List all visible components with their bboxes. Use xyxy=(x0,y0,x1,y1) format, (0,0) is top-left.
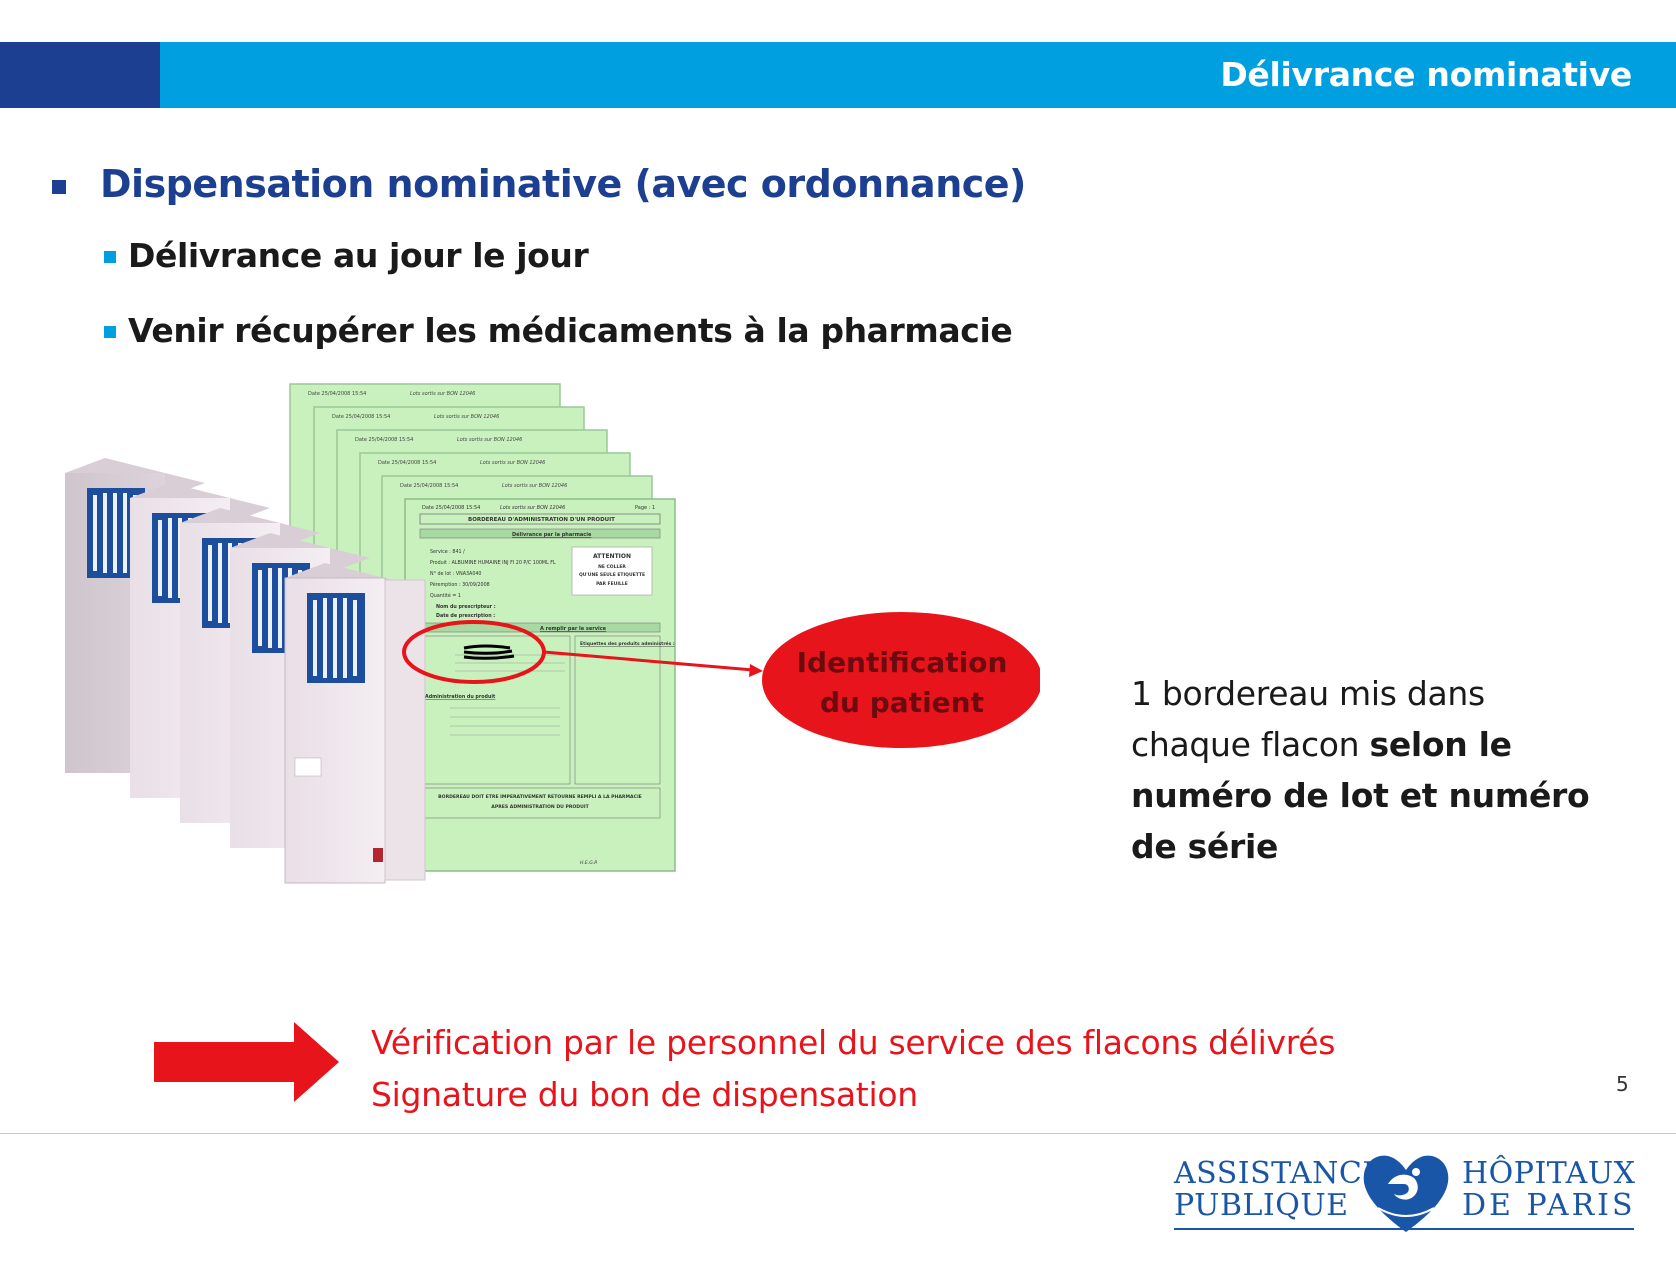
form-prescription-date: Date de prescription : xyxy=(436,613,495,619)
caption-line-2: chaque flacon selon le xyxy=(1131,719,1601,770)
form-quantity: Quantité = 1 xyxy=(430,592,461,599)
aphp-logo: ASSISTANCE PUBLIQUE HÔPITAUX DE PARIS xyxy=(1174,1148,1636,1238)
form-back-lots: Lots sortis sur BON 12046 xyxy=(502,483,567,489)
conclusion-text: Vérification par le personnel du service… xyxy=(371,1017,1335,1121)
form-attention: ATTENTION xyxy=(593,553,631,560)
form-signature: H.E.G.P. xyxy=(580,860,598,866)
bullet-square-icon xyxy=(104,251,116,263)
callout-arrowhead-icon xyxy=(749,664,763,677)
form-page: Page : 1 xyxy=(635,505,655,511)
vials-and-forms-illustration: Date 25/04/2008 15:54 Date 25/04/2008 15… xyxy=(65,383,1040,884)
caption-line-4: de série xyxy=(1131,821,1601,872)
caption-line-3-bold: numéro de lot et numéro xyxy=(1131,776,1590,815)
form-footer-note: APRES ADMINISTRATION DU PRODUIT xyxy=(491,804,589,810)
form-labels: Etiquettes des produits administrés : xyxy=(580,640,675,647)
form-attention-line: QU'UNE SEULE ETIQUETTE xyxy=(579,572,645,578)
vial-boxes xyxy=(65,458,426,884)
conclusion-line-2: Signature du bon de dispensation xyxy=(371,1075,918,1114)
form-service: Service : 841 / xyxy=(430,549,465,555)
form-attention-line: NE COLLER xyxy=(598,564,626,570)
form-title: BORDEREAU D'ADMINISTRATION D'UN PRODUIT xyxy=(468,517,615,523)
caption-text: 1 bordereau mis dans chaque flacon selon… xyxy=(1131,668,1601,872)
slide-title: Délivrance nominative xyxy=(1220,55,1632,94)
form-back-header: Date 25/04/2008 15:54 xyxy=(378,460,436,466)
caption-line-2-bold: selon le xyxy=(1369,725,1512,764)
footer-divider xyxy=(0,1133,1676,1134)
form-lots: Lots sortis sur BON 12046 xyxy=(500,505,565,511)
heart-logo-icon xyxy=(1363,1155,1449,1232)
form-lot: N° de lot : VNA3A040 xyxy=(430,571,482,577)
bullet-square-icon xyxy=(104,326,116,338)
form-back-lots: Lots sortis sur BON 12046 xyxy=(480,460,545,466)
form-back-lots: Lots sortis sur BON 12046 xyxy=(457,437,522,443)
callout-ellipse xyxy=(762,612,1040,748)
form-back-lots: Lots sortis sur BON 12046 xyxy=(410,391,475,397)
caption-line-3: numéro de lot et numéro xyxy=(1131,770,1601,821)
caption-line-4-bold: de série xyxy=(1131,827,1279,866)
form-back-header: Date 25/04/2008 15:54 xyxy=(400,483,458,489)
bullet-square-icon xyxy=(52,180,66,194)
conclusion-line-1: Vérification par le personnel du service… xyxy=(371,1023,1336,1062)
sub-bullet-2: Venir récupérer les médicaments à la pha… xyxy=(128,311,1013,350)
form-expiry: Péremption : 30/09/2008 xyxy=(430,581,490,588)
caption-line-2-normal: chaque flacon xyxy=(1131,725,1370,764)
form-date: Date 25/04/2008 15:54 xyxy=(422,505,480,511)
callout-line-2: du patient xyxy=(820,686,984,719)
form-back-header: Date 25/04/2008 15:54 xyxy=(355,437,413,443)
logo-text-assistance: ASSISTANCE xyxy=(1174,1156,1385,1191)
page-number: 5 xyxy=(1616,1072,1629,1096)
logo-text-de-paris: DE PARIS xyxy=(1462,1188,1636,1223)
form-back-header: Date 25/04/2008 15:54 xyxy=(308,391,366,397)
form-back-lots: Lots sortis sur BON 12046 xyxy=(434,414,499,420)
form-prescriber: Nom du prescripteur : xyxy=(436,604,496,610)
header-accent xyxy=(0,42,160,108)
right-arrow-icon xyxy=(154,1022,339,1102)
callout-line-1: Identification xyxy=(797,646,1008,679)
callout-connector xyxy=(543,650,754,672)
form-attention-line: PAR FEUILLE xyxy=(596,581,628,587)
form-to-fill: A remplir par le service xyxy=(540,626,607,632)
logo-text-hopitaux: HÔPITAUX xyxy=(1462,1156,1636,1191)
form-product-admin: Administration du produit xyxy=(425,694,496,700)
caption-line-1: 1 bordereau mis dans xyxy=(1131,674,1485,713)
form-footer-note: BORDEREAU DOIT ETRE IMPERATIVEMENT RETOU… xyxy=(438,794,642,800)
form-back-header: Date 25/04/2008 15:54 xyxy=(332,414,390,420)
form-delivery: Délivrance par la pharmacie xyxy=(512,531,592,538)
form-product: Produit : ALBUMINE HUMAINE INJ FI 20 P/C… xyxy=(430,560,556,566)
header-bar: Délivrance nominative xyxy=(0,42,1676,108)
main-heading: Dispensation nominative (avec ordonnance… xyxy=(100,162,1026,206)
logo-underline xyxy=(1174,1228,1634,1230)
sub-bullet-1: Délivrance au jour le jour xyxy=(128,236,589,275)
logo-text-publique: PUBLIQUE xyxy=(1174,1188,1349,1223)
